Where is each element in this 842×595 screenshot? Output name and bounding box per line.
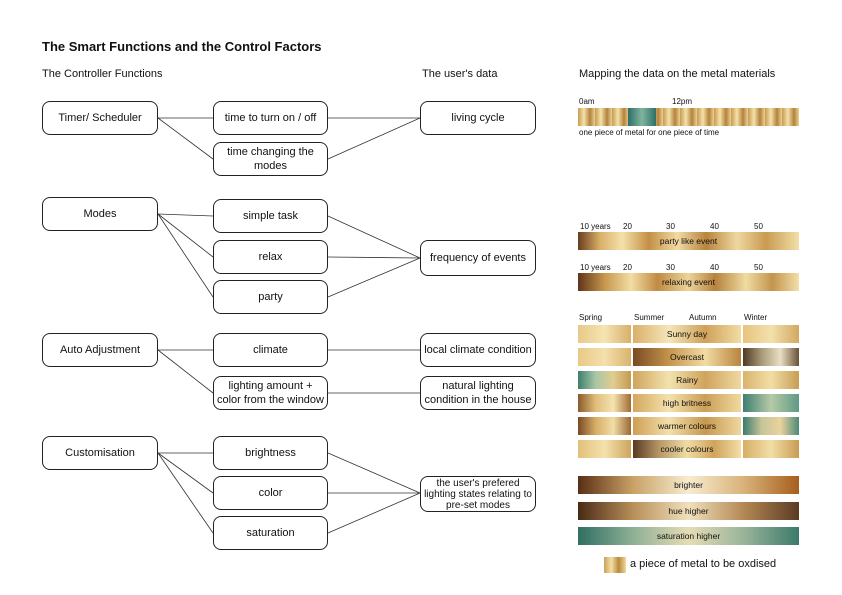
weather-label-warmer: warmer colours — [657, 421, 717, 431]
user-local-climate: local climate condition — [420, 333, 536, 367]
age-label-50: 50 — [754, 222, 763, 231]
legend-label: a piece of metal to be oxdised — [630, 558, 777, 570]
brightness-winter-cell — [743, 394, 799, 412]
timeline-noon-label: 12pm — [672, 97, 693, 106]
age-label-30-relax: 30 — [666, 263, 675, 272]
page-title: The Smart Functions and the Control Fact… — [42, 39, 322, 54]
cooler-spring-cell — [578, 440, 631, 458]
sub-lighting-amount: lighting amount + color from the window — [213, 376, 328, 410]
timeline-metal-strip — [578, 108, 799, 126]
sunny-summer-autumn-cell — [633, 325, 741, 343]
customisation-box: Customisation — [42, 436, 158, 470]
user-frequency-of-events: frequency of events — [420, 240, 536, 276]
timer-scheduler-box: Timer/ Scheduler — [42, 101, 158, 135]
age-label-20-relax: 20 — [623, 263, 632, 272]
auto-adjustment-box: Auto Adjustment — [42, 333, 158, 367]
season-spring: Spring — [579, 313, 603, 322]
sunny-spring-cell — [578, 325, 631, 343]
saturation-higher-strip — [578, 527, 799, 545]
sub-simple-task: simple task — [213, 199, 328, 233]
sub-relax: relax — [213, 240, 328, 274]
age-label-30: 30 — [666, 222, 675, 231]
cooler-summer-autumn-cell — [633, 440, 741, 458]
rainy-winter-cell — [743, 371, 799, 389]
brightness-summer-autumn-cell — [633, 394, 741, 412]
party-event-label: party like event — [659, 236, 718, 246]
sub-time-changing-modes: time changing the modes — [213, 142, 328, 176]
user-prefered-lighting: the user's prefered lighting states rela… — [420, 476, 536, 512]
header-mapping: Mapping the data on the metal materials — [579, 68, 776, 80]
age-label-50-relax: 50 — [754, 263, 763, 272]
hue-higher-strip — [578, 502, 799, 520]
overcast-summer-autumn-cell — [633, 348, 741, 366]
metal-piece-swatch — [604, 557, 626, 573]
season-summer: Summer — [634, 313, 665, 322]
season-winter: Winter — [744, 313, 768, 322]
rainy-spring-cell — [578, 371, 631, 389]
sub-saturation: saturation — [213, 516, 328, 550]
sub-party: party — [213, 280, 328, 314]
sunny-winter-cell — [743, 325, 799, 343]
season-autumn: Autumn — [689, 313, 717, 322]
weather-label-overcast: Overcast — [669, 352, 704, 362]
weather-label-cooler: cooler colours — [660, 444, 714, 454]
warmer-winter-cell — [743, 417, 799, 435]
timeline-caption: one piece of metal for one piece of time — [579, 128, 720, 137]
sub-climate: climate — [213, 333, 328, 367]
age-label-20: 20 — [623, 222, 632, 231]
weather-label-rainy: Rainy — [676, 375, 698, 385]
brighter-label: brighter — [674, 480, 703, 490]
weather-label-high-britness: high britness — [662, 398, 712, 408]
age-label-40-relax: 40 — [710, 263, 719, 272]
brighter-strip — [578, 476, 799, 494]
hue-higher-label: hue higher — [668, 506, 709, 516]
age-label-10: 10 years — [580, 222, 611, 231]
relaxing-event-strip — [578, 273, 799, 291]
rainy-summer-autumn-cell — [633, 371, 741, 389]
sub-brightness: brightness — [213, 436, 328, 470]
brightness-spring-cell — [578, 394, 631, 412]
warmer-spring-cell — [578, 417, 631, 435]
party-event-strip — [578, 232, 799, 250]
timeline-start-label: 0am — [579, 97, 595, 106]
header-users-data: The user's data — [422, 68, 498, 80]
cooler-winter-cell — [743, 440, 799, 458]
timeline-teal-segment — [628, 108, 656, 126]
sub-time-turn-on-off: time to turn on / off — [213, 101, 328, 135]
sub-color: color — [213, 476, 328, 510]
overcast-winter-cell — [743, 348, 799, 366]
user-living-cycle: living cycle — [420, 101, 536, 135]
modes-box: Modes — [42, 197, 158, 231]
saturation-higher-label: saturation higher — [656, 531, 721, 541]
warmer-summer-autumn-cell — [633, 417, 741, 435]
user-natural-lighting: natural lighting condition in the house — [420, 376, 536, 410]
overcast-spring-cell — [578, 348, 631, 366]
weather-label-sunny: Sunny day — [666, 329, 708, 339]
header-controller-functions: The Controller Functions — [42, 68, 163, 80]
relaxing-event-label: relaxing event — [662, 277, 715, 287]
age-label-40: 40 — [710, 222, 719, 231]
age-label-10-relax: 10 years — [580, 263, 611, 272]
